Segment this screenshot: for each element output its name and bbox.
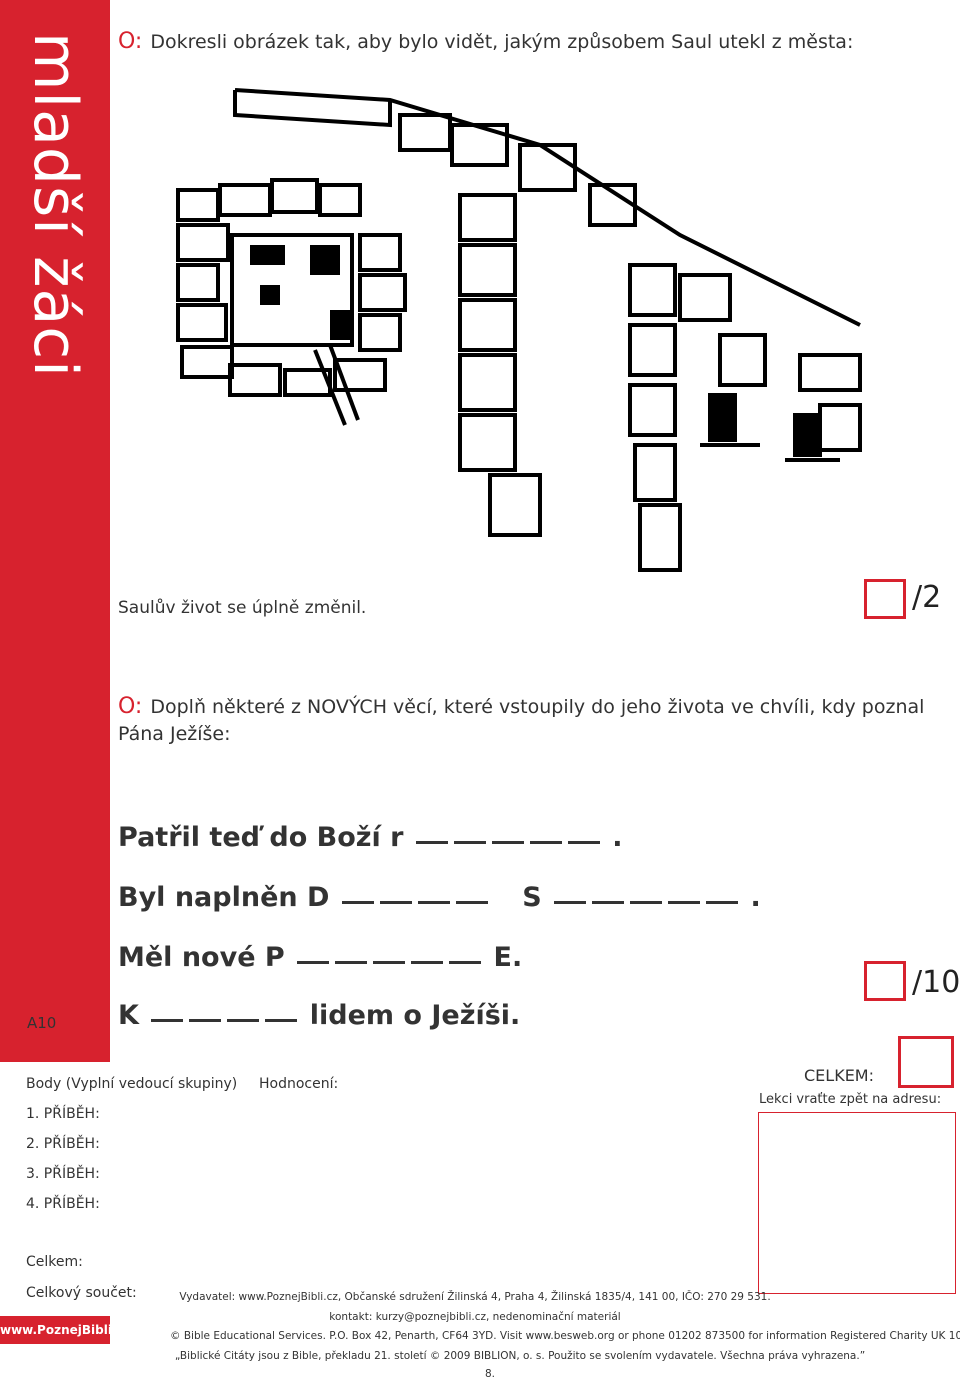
points-header: Body (Vyplní vedoucí skupiny) bbox=[26, 1076, 238, 1092]
blank[interactable] bbox=[630, 900, 663, 904]
blank[interactable] bbox=[297, 960, 330, 964]
blank[interactable] bbox=[411, 960, 444, 964]
story-1: 1. PŘÍBĚH: bbox=[26, 1106, 100, 1122]
website-link[interactable]: www.PoznejBibli.cz bbox=[0, 1316, 131, 1344]
task2-line1: Doplň některé z NOVÝCH věcí, které vstou… bbox=[150, 696, 925, 718]
blank[interactable] bbox=[554, 900, 587, 904]
blank[interactable] bbox=[341, 900, 374, 904]
total-score-box[interactable] bbox=[898, 1036, 954, 1088]
story-4: 4. PŘÍBĚH: bbox=[26, 1196, 100, 1212]
blank[interactable] bbox=[592, 900, 625, 904]
task1-marker: O: bbox=[118, 29, 143, 54]
fill-line-4-end: lidem o Ježíši. bbox=[309, 1000, 521, 1031]
blank[interactable] bbox=[491, 840, 524, 844]
score-box-2[interactable] bbox=[864, 961, 906, 1001]
task2: O: Doplň některé z NOVÝCH věcí, které vst… bbox=[118, 693, 924, 748]
fill-line-2-end: . bbox=[750, 882, 761, 913]
blank[interactable] bbox=[453, 840, 486, 844]
fill-line-2: Byl naplněn D S . bbox=[118, 882, 761, 913]
fill-line-4-text: K bbox=[118, 1000, 139, 1031]
sidebar-title: mladší žáci bbox=[20, 32, 90, 378]
fill-line-1-text: Patřil teď do Boží r bbox=[118, 822, 404, 853]
story-3: 3. PŘÍBĚH: bbox=[26, 1166, 100, 1182]
rating-label: Hodnocení: bbox=[259, 1076, 339, 1092]
blank[interactable] bbox=[189, 1018, 222, 1022]
fill-line-2-text: Byl naplněn D bbox=[118, 882, 330, 913]
blank[interactable] bbox=[373, 960, 406, 964]
task2-line2: Pána Ježíše: bbox=[118, 723, 231, 745]
task1-text: Dokresli obrázek tak, aby bylo vidět, ja… bbox=[150, 31, 854, 53]
blank[interactable] bbox=[668, 900, 701, 904]
blank[interactable] bbox=[529, 840, 562, 844]
blank[interactable] bbox=[379, 900, 412, 904]
story-2: 2. PŘÍBĚH: bbox=[26, 1136, 100, 1152]
wall-drawing[interactable] bbox=[160, 85, 870, 585]
score-2: /10 bbox=[912, 965, 960, 1000]
blank[interactable] bbox=[227, 1018, 260, 1022]
task1: O: Dokresli obrázek tak, aby bylo vidět, … bbox=[118, 28, 853, 56]
lesson-code: A10 bbox=[27, 1014, 57, 1032]
fill-line-1-end: . bbox=[612, 822, 623, 853]
fill-line-1: Patřil teď do Boží r . bbox=[118, 822, 623, 853]
blank[interactable] bbox=[335, 960, 368, 964]
footer-publisher: Vydavatel: www.PoznejBibli.cz, Občanské … bbox=[179, 1291, 771, 1303]
blank[interactable] bbox=[455, 900, 488, 904]
page-number: 8. bbox=[484, 1368, 496, 1380]
address-box[interactable] bbox=[758, 1112, 956, 1294]
task2-marker: O: bbox=[118, 694, 143, 719]
caption: Saulův život se úplně změnil. bbox=[118, 598, 367, 618]
blank[interactable] bbox=[449, 960, 482, 964]
blank[interactable] bbox=[151, 1018, 184, 1022]
blank[interactable] bbox=[706, 900, 739, 904]
fill-line-3: Měl nové P E. bbox=[118, 942, 522, 973]
fill-line-2-mid: S bbox=[522, 882, 542, 913]
fill-line-3-text: Měl nové P bbox=[118, 942, 285, 973]
celkem-label: CELKEM: bbox=[804, 1066, 874, 1085]
blank[interactable] bbox=[417, 900, 450, 904]
grand-total-label: Celkový součet: bbox=[26, 1285, 137, 1301]
score-1: /2 bbox=[912, 580, 942, 615]
sidebar: mladší žáci A10 bbox=[0, 0, 110, 1062]
return-address-label: Lekci vraťte zpět na adresu: bbox=[759, 1092, 942, 1107]
total-label: Celkem: bbox=[26, 1254, 83, 1270]
footer-copyright: © Bible Educational Services. P.O. Box 4… bbox=[170, 1330, 960, 1342]
blank[interactable] bbox=[567, 840, 600, 844]
footer-bible-note: „Biblické Citáty jsou z Bible, překladu … bbox=[174, 1350, 866, 1362]
fill-line-4: K lidem o Ježíši. bbox=[118, 1000, 520, 1031]
blank[interactable] bbox=[265, 1018, 298, 1022]
score-box-1[interactable] bbox=[864, 579, 906, 619]
fill-line-3-end: E. bbox=[493, 942, 523, 973]
footer-contact: kontakt: kurzy@poznejbibli.cz, nedenomin… bbox=[329, 1311, 621, 1323]
blank[interactable] bbox=[415, 840, 448, 844]
